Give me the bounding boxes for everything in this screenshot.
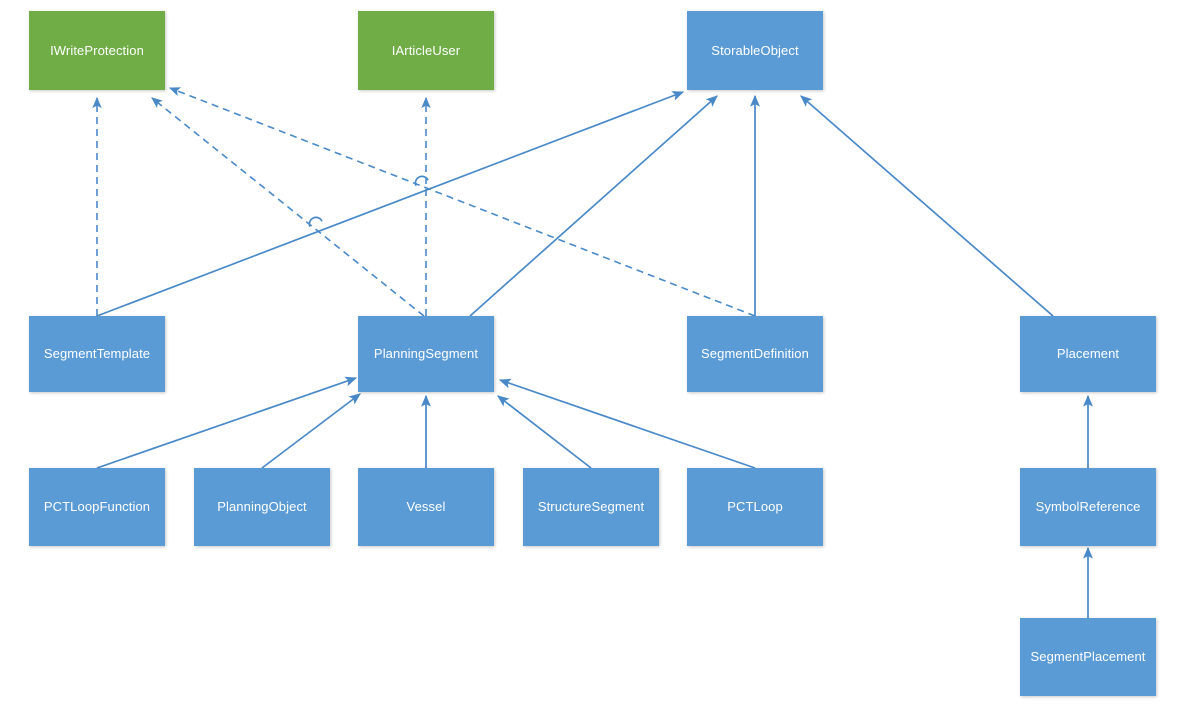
node-label: SymbolReference	[1035, 499, 1141, 515]
line-hop-h1	[308, 216, 323, 228]
line-hop-h2	[414, 175, 429, 187]
node-Placement[interactable]: Placement	[1020, 316, 1156, 392]
node-PlanningObject[interactable]: PlanningObject	[194, 468, 330, 546]
node-label: SegmentDefinition	[701, 346, 809, 362]
node-label: PlanningObject	[217, 499, 307, 515]
edge-PlanningSegment-to-IWriteProtection	[151, 97, 425, 317]
node-label: StructureSegment	[537, 499, 645, 515]
node-label: PCTLoopFunction	[43, 499, 151, 515]
node-SegmentTemplate[interactable]: SegmentTemplate	[29, 316, 165, 392]
node-PCTLoopFunction[interactable]: PCTLoopFunction	[29, 468, 165, 546]
node-label: PCTLoop	[727, 499, 783, 515]
node-label: StorableObject	[711, 42, 799, 58]
node-label: Vessel	[406, 499, 446, 515]
node-StructureSegment[interactable]: StructureSegment	[523, 468, 659, 546]
node-SymbolReference[interactable]: SymbolReference	[1020, 468, 1156, 546]
node-SegmentDefinition[interactable]: SegmentDefinition	[687, 316, 823, 392]
node-label: SegmentPlacement	[1030, 649, 1146, 665]
node-IWriteProtection[interactable]: IWriteProtection	[29, 11, 165, 90]
edge-PCTLoop-to-PlanningSegment	[498, 378, 756, 469]
edge-PlanningSegment-to-StorableObject	[469, 95, 718, 317]
node-label: SegmentTemplate	[43, 346, 151, 362]
edge-Placement-to-StorableObject	[800, 95, 1054, 317]
edge-PlanningObject-to-PlanningSegment	[261, 393, 361, 469]
edge-SegmentDefinition-to-IWriteProtection	[168, 87, 756, 317]
node-label: IArticleUser	[391, 42, 461, 58]
node-StorableObject[interactable]: StorableObject	[687, 11, 823, 90]
node-label: PlanningSegment	[373, 346, 479, 362]
edge-StructureSegment-to-PlanningSegment	[497, 395, 592, 469]
node-PlanningSegment[interactable]: PlanningSegment	[358, 316, 494, 392]
node-SegmentPlacement[interactable]: SegmentPlacement	[1020, 618, 1156, 696]
edge-SegmentTemplate-to-StorableObject	[96, 91, 685, 317]
node-PCTLoop[interactable]: PCTLoop	[687, 468, 823, 546]
node-IArticleUser[interactable]: IArticleUser	[358, 11, 494, 90]
node-label: Placement	[1056, 346, 1120, 362]
node-label: IWriteProtection	[50, 42, 144, 58]
node-Vessel[interactable]: Vessel	[358, 468, 494, 546]
